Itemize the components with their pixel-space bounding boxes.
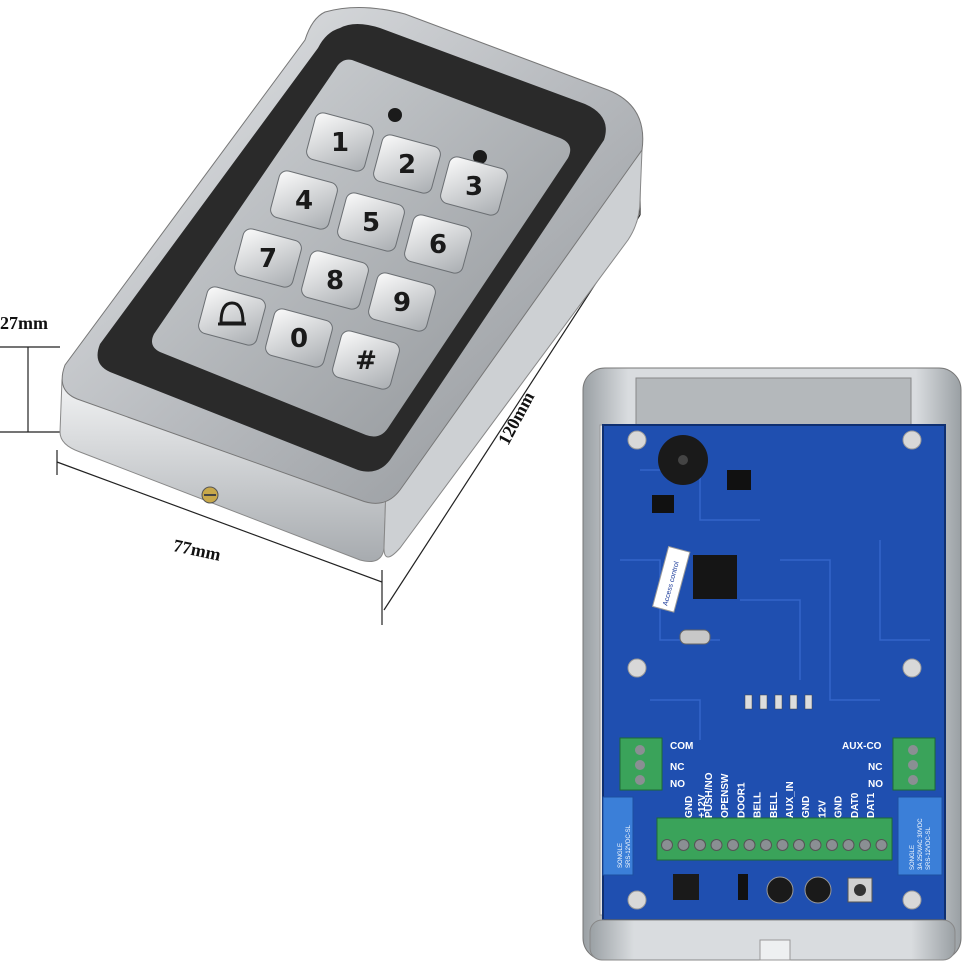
terminal-label: GND — [801, 796, 812, 818]
terminal-labels: PUSH/NO OPENSW DOOR1 BELL BELL AUX_IN GND 12V GN… — [704, 772, 877, 818]
key-2[interactable]: 2 — [372, 133, 442, 195]
terminal-screw[interactable] — [776, 839, 789, 851]
terminal-screw[interactable] — [809, 839, 822, 851]
terminal-label: GND — [834, 796, 845, 818]
ic-chip — [727, 470, 751, 490]
keypad-keys: 1 2 3 4 5 6 7 8 9 0 # — [197, 111, 509, 391]
key-label: 2 — [398, 150, 416, 180]
terminal-label: AUX_IN — [785, 781, 796, 818]
key-label: 1 — [331, 128, 349, 158]
terminal-screw[interactable] — [875, 839, 888, 851]
key-bell[interactable] — [197, 285, 267, 347]
pcb-board: Access control SONGLE SRS-12VDC-SL SONGL… — [602, 424, 946, 921]
terminal-screw[interactable] — [826, 839, 838, 851]
right-relay-rating: 3A 250VAC 30VDC — [918, 818, 924, 870]
terminal-screw[interactable] — [727, 839, 739, 851]
right-relay — [897, 796, 943, 876]
mounting-hole — [627, 430, 647, 450]
key-hash[interactable]: # — [331, 329, 401, 391]
terminal-label: DOOR1 — [736, 782, 747, 818]
ic-chip — [652, 495, 674, 513]
power-label: GND — [684, 796, 695, 818]
crystal — [679, 629, 711, 645]
left-relay-model: SRS-12VDC-SL — [626, 824, 632, 868]
key-label: 6 — [429, 230, 447, 260]
main-terminal-block[interactable] — [656, 817, 893, 861]
terminal-screw[interactable] — [760, 839, 772, 851]
bell-icon — [219, 301, 245, 325]
capacitor — [804, 876, 832, 904]
height-dimension-label: 27mm — [0, 313, 48, 333]
key-label: 7 — [259, 244, 277, 274]
terminal-label: BELL — [769, 792, 780, 818]
right-relay-label-nc: NC — [868, 762, 882, 773]
terminal-screw[interactable] — [661, 839, 673, 851]
key-label: 3 — [465, 172, 483, 202]
left-relay-label-nc: NC — [670, 762, 684, 773]
key-5[interactable]: 5 — [336, 191, 406, 253]
key-3[interactable]: 3 — [439, 155, 509, 217]
led-indicator — [473, 150, 487, 164]
diode — [738, 874, 748, 900]
left-relay-label-no: NO — [670, 779, 685, 790]
right-relay-label-no: NO — [868, 779, 883, 790]
key-label: 9 — [393, 288, 411, 318]
right-relay-label-aux: AUX-CO — [842, 741, 882, 752]
key-0[interactable]: 0 — [264, 307, 334, 369]
microcontroller — [693, 555, 737, 599]
key-label: # — [355, 346, 377, 376]
key-4[interactable]: 4 — [269, 169, 339, 231]
mounting-hole — [902, 890, 922, 910]
mounting-hole — [627, 890, 647, 910]
key-6[interactable]: 6 — [403, 213, 473, 275]
key-label: 0 — [290, 324, 308, 354]
key-label: 5 — [362, 208, 380, 238]
terminal-label: PUSH/NO — [704, 772, 715, 818]
mounting-hole — [902, 658, 922, 678]
pcb-labels: COM NC NO AUX-CO NC NO — [670, 741, 883, 790]
mounting-hole — [627, 658, 647, 678]
terminal-label: OPENSW — [720, 773, 731, 818]
terminal-screw[interactable] — [793, 839, 805, 851]
right-relay-model: SRS-12VDC-SL — [926, 826, 932, 870]
terminal-screw[interactable] — [842, 839, 855, 851]
key-label: 8 — [326, 266, 344, 296]
power-label: +12V — [697, 794, 708, 818]
key-9[interactable]: 9 — [367, 271, 437, 333]
left-relay — [602, 796, 634, 876]
keypad-device — [59, 7, 644, 562]
terminal-label: DAT0 — [850, 792, 861, 818]
capacitor — [766, 876, 794, 904]
terminal-screw[interactable] — [859, 839, 871, 851]
key-label: 4 — [295, 186, 313, 216]
terminal-label: BELL — [753, 792, 764, 818]
terminal-screw[interactable] — [710, 839, 723, 851]
terminal-label: DAT1 — [866, 792, 877, 818]
terminal-screw[interactable] — [694, 839, 706, 851]
left-relay-brand: SONGLE — [618, 843, 624, 868]
led-indicator — [388, 108, 402, 122]
key-1[interactable]: 1 — [305, 111, 375, 173]
right-relay-brand: SONGLE — [910, 845, 916, 870]
terminal-screw[interactable] — [743, 839, 756, 851]
regulator — [673, 874, 699, 900]
left-relay-label-com: COM — [670, 741, 693, 752]
power-labels: GND+12V — [684, 794, 708, 818]
terminal-screw[interactable] — [677, 839, 690, 851]
terminal-label: 12V — [817, 800, 828, 818]
mounting-hole — [902, 430, 922, 450]
key-7[interactable]: 7 — [233, 227, 303, 289]
sticker: Access control — [651, 545, 691, 613]
key-8[interactable]: 8 — [300, 249, 370, 311]
